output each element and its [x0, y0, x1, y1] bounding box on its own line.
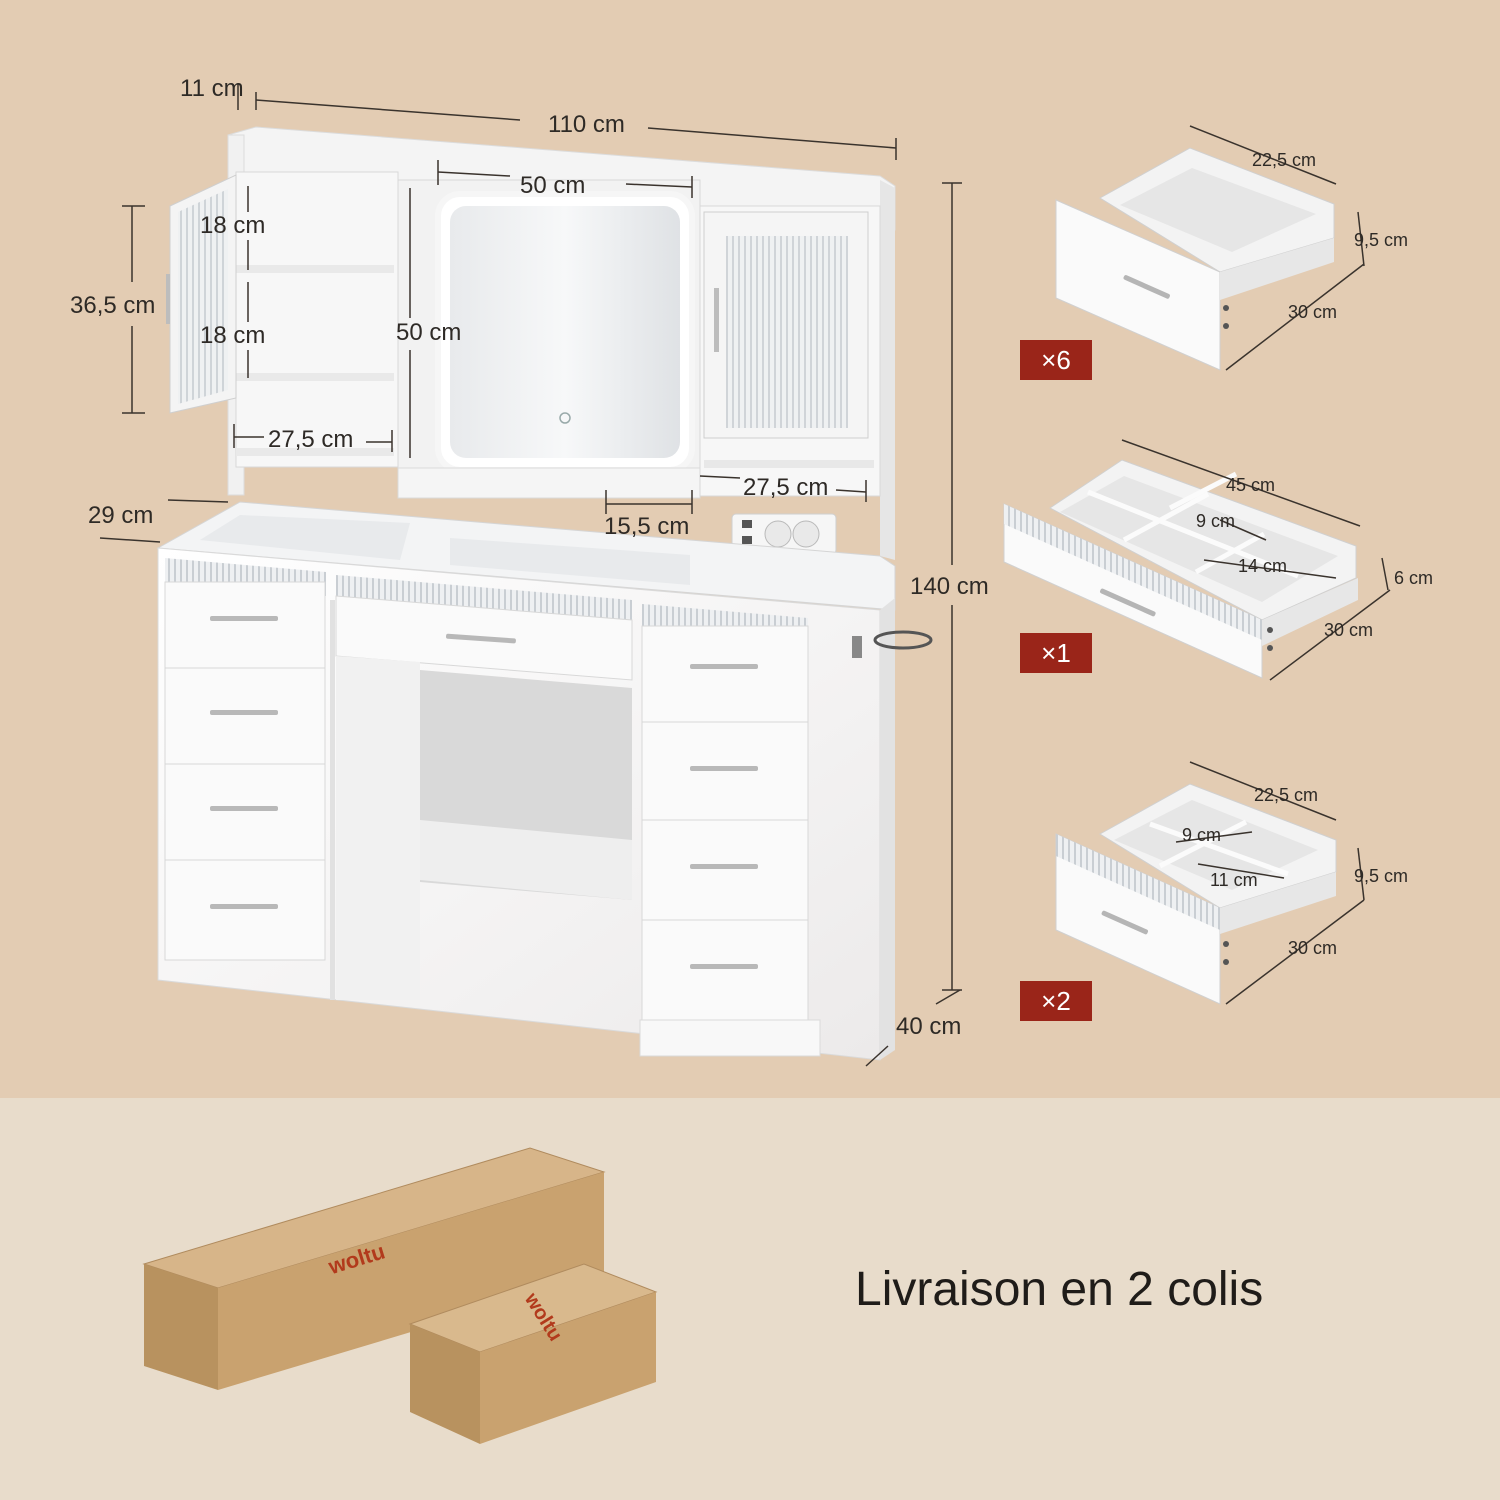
- drawer1-depth: 30 cm: [1288, 302, 1337, 322]
- shipping-box-small: woltu: [408, 1263, 658, 1444]
- dim-desk-depth-step: 29 cm: [88, 502, 153, 529]
- drawer2-compartment-b: 14 cm: [1238, 556, 1287, 576]
- dim-shelf-width-left: 27,5 cm: [268, 426, 353, 453]
- drawer3-height: 9,5 cm: [1354, 866, 1408, 886]
- vanity-desk: [156, 126, 933, 1061]
- right-glass-door: [703, 211, 869, 439]
- drawer-detail-divided: 22,5 cm 9 cm 11 cm 9,5 cm 30 cm: [1055, 761, 1408, 1005]
- drawer3-width: 22,5 cm: [1254, 785, 1318, 805]
- drawer1-width: 22,5 cm: [1252, 150, 1316, 170]
- dim-mirror-height: 50 cm: [396, 319, 461, 346]
- delivery-text: Livraison en 2 colis: [855, 1263, 1264, 1316]
- dim-shelf-lower: 18 cm: [200, 322, 265, 349]
- drawer1-height: 9,5 cm: [1354, 230, 1408, 250]
- dim-mirror-width: 50 cm: [520, 172, 585, 199]
- dim-width-total: 110 cm: [548, 111, 625, 138]
- dim-depth-total: 40 cm: [896, 1013, 961, 1040]
- quantity-badge-wide: ×1: [1020, 633, 1092, 673]
- drawer2-height: 6 cm: [1394, 568, 1433, 588]
- hair-dryer-holder: [852, 630, 933, 658]
- left-drawer-stack: [164, 558, 335, 1000]
- power-strip: [731, 513, 837, 555]
- shipping-box-large: woltu: [142, 1147, 606, 1390]
- drawer-detail-plain: 22,5 cm 9,5 cm 30 cm: [1055, 125, 1408, 371]
- drawer-detail-wide: 45 cm 9 cm 14 cm 6 cm 30 cm: [1003, 439, 1433, 681]
- dim-shelf-upper: 18 cm: [200, 212, 265, 239]
- dim-tray-width: 15,5 cm: [604, 513, 689, 540]
- dim-door-height: 36,5 cm: [70, 292, 155, 319]
- drawer3-depth: 30 cm: [1288, 938, 1337, 958]
- right-drawer-stack: [639, 604, 821, 1057]
- drawer2-width: 45 cm: [1226, 475, 1275, 495]
- center-drawer: [335, 575, 633, 681]
- drawer2-depth: 30 cm: [1324, 620, 1373, 640]
- dim-depth-top: 11 cm: [180, 75, 244, 102]
- drawer3-compartment-a: 9 cm: [1182, 825, 1221, 845]
- dim-height-total: 140 cm: [910, 573, 989, 600]
- dim-shelf-width-right: 27,5 cm: [743, 474, 828, 501]
- led-mirror: [435, 191, 695, 473]
- quantity-badge-plain: ×6: [1020, 340, 1092, 380]
- quantity-badge-divided: ×2: [1020, 981, 1092, 1021]
- drawer2-compartment-a: 9 cm: [1196, 511, 1235, 531]
- drawer3-compartment-b: 11 cm: [1210, 870, 1258, 890]
- dimension-lines: [99, 84, 962, 1067]
- left-glass-door: [166, 174, 237, 414]
